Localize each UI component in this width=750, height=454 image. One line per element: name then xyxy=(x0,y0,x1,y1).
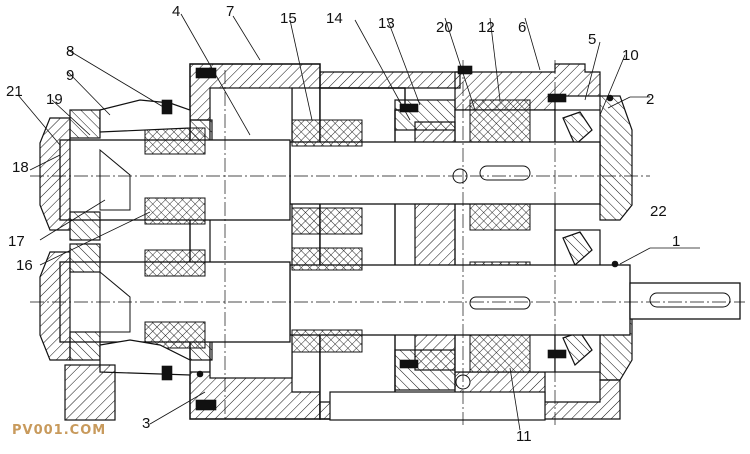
watermark: PV001.COM xyxy=(12,423,106,438)
lower-shaft xyxy=(289,264,741,390)
left-shafts xyxy=(59,127,291,349)
label-part-8: 8 xyxy=(66,43,74,60)
bolts xyxy=(161,65,619,411)
label-part-6: 6 xyxy=(518,19,526,36)
label-part-17: 17 xyxy=(8,233,25,250)
label-part-11: 11 xyxy=(516,428,532,445)
label-part-20: 20 xyxy=(436,19,453,36)
disc-packs xyxy=(291,119,363,353)
label-part-3: 3 xyxy=(142,415,150,432)
label-part-21: 21 xyxy=(6,83,23,100)
label-part-7: 7 xyxy=(226,3,234,20)
label-part-5: 5 xyxy=(588,31,596,48)
bracket xyxy=(64,99,546,421)
label-part-10: 10 xyxy=(622,47,639,64)
left-end-caps xyxy=(39,109,101,361)
label-part-14: 14 xyxy=(326,10,343,27)
label-part-12: 12 xyxy=(478,19,495,36)
label-part-1: 1 xyxy=(672,233,680,250)
label-part-13: 13 xyxy=(378,15,395,32)
upper-shaft xyxy=(289,141,601,205)
label-part-18: 18 xyxy=(12,159,29,176)
label-part-16: 16 xyxy=(16,257,33,274)
label-part-15: 15 xyxy=(280,10,297,27)
label-part-19: 19 xyxy=(46,91,63,108)
label-part-9: 9 xyxy=(66,67,74,84)
label-part-4: 4 xyxy=(172,3,180,20)
part-labels: 1 2 3 4 5 6 7 8 9 10 11 12 13 14 15 16 1… xyxy=(6,3,680,445)
label-part-2: 2 xyxy=(646,91,654,108)
leader-lines xyxy=(17,13,700,431)
center-lines xyxy=(30,60,745,425)
left-housing xyxy=(189,63,321,420)
label-part-22: 22 xyxy=(650,203,667,220)
